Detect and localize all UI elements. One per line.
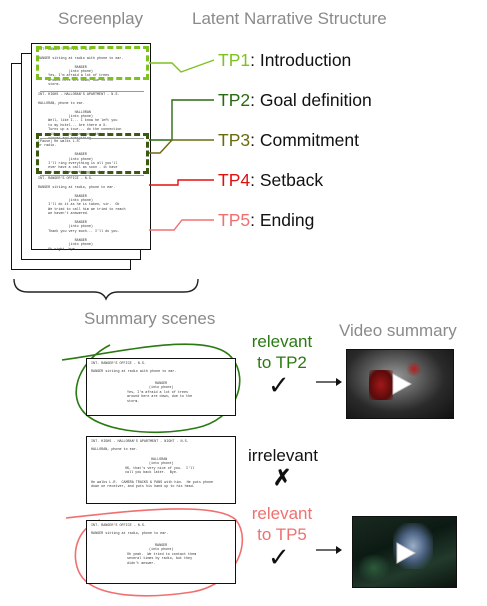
arrow-right-icon <box>316 378 342 386</box>
summary-scene-3: INT. RANGER'S OFFICE - N.S. RANGER sitti… <box>86 520 236 584</box>
scene-2-relevance-text: irrelevant <box>248 446 318 465</box>
tp3-id: TP3 <box>218 130 251 150</box>
screenplay-scene-4-text: INT. RANGER'S OFFICE - N.S. RANGER sitti… <box>38 177 126 252</box>
tp5-text: : Ending <box>250 210 315 230</box>
summary-scene-1: INT. RANGER'S OFFICE - N.S. RANGER sitti… <box>86 358 236 416</box>
tp5-label: TP5: Ending <box>218 210 314 231</box>
tp3-text: : Commitment <box>250 130 360 150</box>
tp1-label: TP1: Introduction <box>218 50 351 71</box>
scene-2-heading: INT. HIGHS - HALLORAN'S APARTMENT - NIGH… <box>91 440 189 444</box>
scene-3-circle <box>65 508 244 597</box>
scene-1-circle <box>61 343 241 434</box>
scene-3-dialogue: Oh yeah. We tried to contact them severa… <box>127 553 197 566</box>
check-icon: ✓ <box>268 370 290 400</box>
tp4-connector <box>149 179 214 186</box>
check-icon: ✓ <box>268 542 290 572</box>
scene-1-relevance: relevant to TP2 <box>242 331 322 373</box>
tp5-id: TP5 <box>218 210 251 230</box>
scene-3-parenthetical: (into phone) <box>149 548 174 552</box>
scene-divider <box>40 138 144 139</box>
scene-2-extra-action: He walks L.R. CAMERA TRACKS & PANS with … <box>91 481 214 490</box>
play-icon[interactable] <box>391 372 413 396</box>
tp2-label: TP2: Goal definition <box>218 90 372 111</box>
blood-splatter <box>407 362 421 376</box>
tp3-connector <box>149 139 214 154</box>
scene-divider <box>40 175 144 176</box>
tp3-highlight-box <box>36 133 149 174</box>
tp2-id: TP2 <box>218 90 251 110</box>
scene-2-relevance: irrelevant <box>238 445 328 466</box>
scene-3-relevance: relevant to TP5 <box>242 503 322 545</box>
cross-icon: ✗ <box>273 465 292 490</box>
screenplay-scene-1-text: INT. RANGER'S OFFICE - N.S. RANGER sitti… <box>38 48 124 88</box>
tp1-text: : Introduction <box>250 50 352 70</box>
tp5-connector <box>149 219 214 231</box>
tp4-label: TP4: Setback <box>218 170 323 191</box>
tp4-text: : Setback <box>250 170 324 190</box>
foliage <box>359 555 389 581</box>
tp2-text: : Goal definition <box>250 90 372 110</box>
tp3-label: TP3: Commitment <box>218 130 359 151</box>
scene-2-parenthetical: (into phone) <box>149 462 174 466</box>
tp1-highlight-box <box>36 46 149 80</box>
video-thumbnail-2[interactable] <box>352 516 457 588</box>
tp1-id: TP1 <box>218 50 251 70</box>
scene-1-character: RANGER <box>155 382 168 386</box>
latent-structure-header: Latent Narrative Structure <box>192 9 387 28</box>
scene-2-dialogue: OK, that's very nice of you. I'll call y… <box>125 467 195 476</box>
play-icon[interactable] <box>395 541 417 565</box>
scene-3-action: RANGER sitting at radio, phone to ear. <box>91 532 169 536</box>
summary-scene-2: INT. HIGHS - HALLORAN'S APARTMENT - NIGH… <box>86 436 236 504</box>
scene-2-character: HALLORAN <box>151 458 168 462</box>
tp4-id: TP4 <box>218 170 251 190</box>
scene-3-heading: INT. RANGER'S OFFICE - N.S. <box>91 524 146 528</box>
video-summary-header: Video summary <box>339 321 457 340</box>
arrow-right-icon <box>316 546 342 554</box>
video-thumbnail-1[interactable] <box>346 349 454 419</box>
scene-3-relevance-text: relevant to TP5 <box>251 504 313 544</box>
blood-splatter <box>369 370 393 400</box>
scene-1-parenthetical: (into phone) <box>149 386 174 390</box>
scene-divider <box>40 91 144 92</box>
scene-1-action: RANGER sitting at radio with phone to ea… <box>91 370 177 374</box>
summary-scenes-header: Summary scenes <box>84 309 216 328</box>
scene-1-dialogue: Yes, I'm afraid a lot of trees around he… <box>127 391 193 404</box>
scene-2-action: HALLORAN, phone to ear. <box>91 448 138 452</box>
tp1-connector <box>149 59 215 73</box>
screenplay-header: Screenplay <box>58 9 144 28</box>
tp2-connector <box>149 99 214 141</box>
scene-1-heading: INT. RANGER'S OFFICE - N.S. <box>91 362 146 366</box>
scene-3-character: RANGER <box>155 544 168 548</box>
scene-1-relevance-text: relevant to TP2 <box>251 332 313 372</box>
brace-icon <box>13 278 199 301</box>
